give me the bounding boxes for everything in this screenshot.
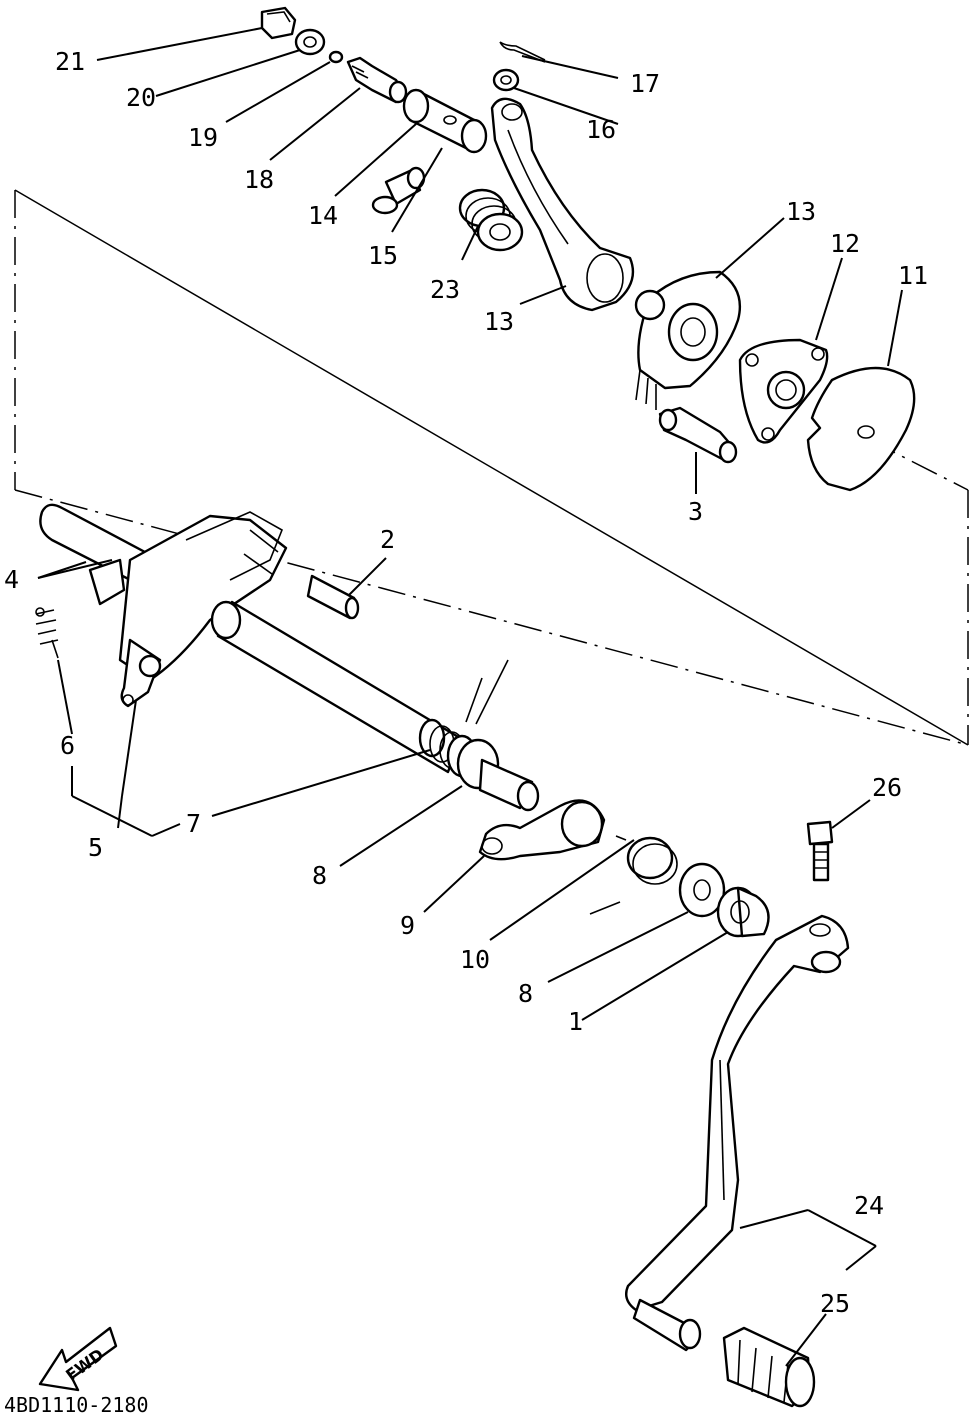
part-22-nut: [260, 6, 297, 40]
label-part-26: 26: [872, 773, 902, 802]
part-24-shift-pedal: [625, 914, 850, 1352]
label-part-10: 10: [460, 945, 490, 974]
label-part-12: 12: [830, 229, 860, 258]
fwd-arrow-icon: FWD: [38, 1326, 118, 1392]
part-8-washer: [678, 862, 726, 918]
label-part-19: 18: [244, 165, 274, 194]
part-19-bolt: [346, 56, 408, 104]
label-part-1: 1: [568, 1007, 583, 1036]
part-3-bolt: [658, 406, 738, 464]
label-part-9: 9: [400, 911, 415, 940]
part-9-arm: [478, 799, 606, 861]
label-part-6: 6: [60, 731, 75, 760]
part-23-spring: [458, 188, 524, 252]
label-part-5: 5: [88, 833, 103, 862]
label-part-17: 16: [586, 115, 616, 144]
part-20-oring: [328, 50, 344, 64]
label-part-8: 8: [312, 861, 327, 890]
label-part-14: 13: [484, 307, 514, 336]
label-part-8-second: 8: [518, 979, 533, 1008]
label-part-22: 21: [55, 47, 85, 76]
label-part-13-text: 13: [786, 197, 816, 226]
label-part-18: 17: [630, 69, 660, 98]
label-part-25: 25: [820, 1289, 850, 1318]
label-part-20: 19: [188, 123, 218, 152]
part-16-pin: [371, 166, 426, 215]
label-part-24: 24: [854, 1191, 884, 1220]
part-18-cotter-pin: [499, 41, 546, 63]
part-12-plate: [738, 338, 829, 444]
label-part-16: 15: [368, 241, 398, 270]
part-2-pin: [306, 574, 360, 620]
leader-lines: [37, 27, 903, 1367]
part-15-pivot-cylinder: [402, 88, 488, 154]
label-part-15: 14: [308, 201, 338, 230]
part-7-shift-shaft: [118, 511, 462, 774]
part-6-spring: [35, 607, 59, 659]
label-part-11: 11: [898, 261, 928, 290]
label-part-21: 20: [126, 83, 156, 112]
part-21-washer: [294, 28, 326, 56]
part-labels: 21 20 19 18 14 15 23 13 17 16 13 13 12 1…: [4, 47, 928, 1318]
label-part-2: 2: [380, 525, 395, 554]
label-part-23: 23: [430, 275, 460, 304]
part-25-pedal-rubber: [722, 1326, 816, 1408]
part-10-spring: [589, 835, 678, 915]
part-5-lever: [120, 638, 162, 708]
part-7-shaft-spring: [418, 718, 540, 812]
part-1-collar: [716, 886, 770, 938]
label-part-3: 3: [688, 497, 703, 526]
part-26-bolt: [806, 820, 834, 882]
label-part-7: 7: [186, 809, 201, 838]
drawing-code: 4BD1110-2180: [4, 1393, 149, 1417]
part-11-cover: [806, 366, 916, 492]
part-17-washer: [492, 68, 520, 92]
reference-frame: [14, 189, 969, 746]
label-part-4: 4: [4, 565, 19, 594]
part-14-shift-arm: [490, 97, 635, 312]
part-13-segment: [634, 270, 742, 410]
